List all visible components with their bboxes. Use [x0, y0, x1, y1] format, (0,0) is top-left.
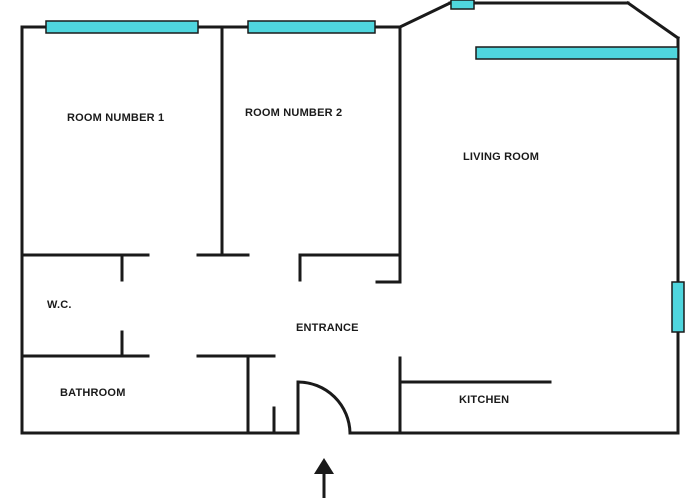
room-label-kitchen: KITCHEN [459, 394, 510, 406]
window-living-right [671, 281, 685, 333]
room-label-living: LIVING ROOM [463, 151, 540, 163]
windows [45, 0, 685, 333]
room-label-room2: ROOM NUMBER 2 [245, 107, 343, 119]
wall-diagonal-right [625, 0, 681, 41]
wall-diagonal-left [397, 0, 453, 30]
room-label-entrance: ENTRANCE [296, 322, 359, 334]
outer-walls [20, 0, 681, 435]
room-label-wc: W.C. [47, 299, 72, 311]
window-room1 [45, 20, 199, 34]
entrance-arrow [314, 458, 334, 498]
entrance-door-swing [297, 380, 352, 434]
interior-walls [20, 25, 552, 435]
room-label-bathroom: BATHROOM [60, 387, 126, 399]
window-living-top [475, 46, 679, 60]
window-room2 [247, 20, 376, 34]
room-label-room1: ROOM NUMBER 1 [67, 112, 165, 124]
entrance-arrow-head [314, 458, 334, 474]
window-top-small [450, 0, 475, 10]
